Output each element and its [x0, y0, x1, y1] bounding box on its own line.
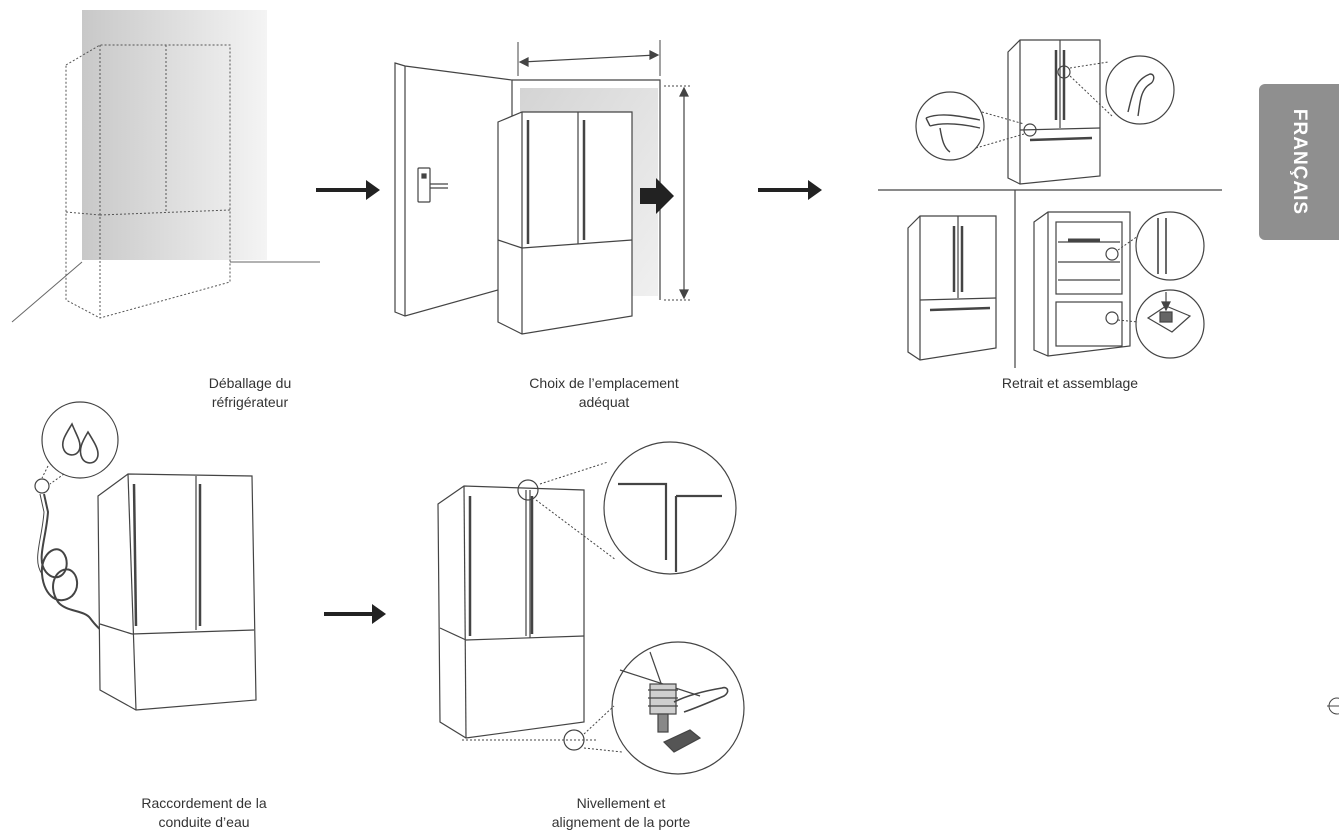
step3-assembly-illustration	[878, 39, 1222, 368]
step1-caption-line1: Déballage du	[208, 375, 292, 391]
arrow-right-icon	[316, 180, 380, 200]
step2-caption: Choix de l’emplacement adéquat	[494, 374, 714, 412]
step4-caption-line2: conduite d’eau	[158, 814, 250, 830]
step1-caption: Déballage du réfrigérateur	[150, 374, 350, 412]
step2-location-illustration	[394, 40, 692, 335]
step1-unpacking-illustration	[11, 10, 320, 323]
step4-caption-line1: Raccordement de la	[141, 795, 267, 811]
arrow-right-icon	[758, 180, 822, 200]
step3-caption: Retrait et assemblage	[950, 374, 1190, 393]
step5-caption-line2: alignement de la porte	[551, 814, 691, 830]
arrow-right-icon	[324, 604, 386, 624]
registration-mark-icon	[1327, 697, 1339, 715]
step4-water-line-illustration	[34, 401, 257, 711]
push-arrow-icon	[640, 178, 674, 214]
step5-leveling-illustration	[437, 441, 745, 775]
step4-caption: Raccordement de la conduite d’eau	[94, 794, 314, 832]
step5-caption: Nivellement et alignement de la porte	[506, 794, 736, 832]
language-tab	[1259, 84, 1339, 240]
step1-caption-line2: réfrigérateur	[211, 394, 289, 410]
step5-caption-line1: Nivellement et	[576, 795, 666, 811]
step3-caption-line1: Retrait et assemblage	[1001, 375, 1139, 391]
water-drops-icon	[61, 422, 99, 464]
step2-caption-line2: adéquat	[578, 394, 630, 410]
step2-caption-line1: Choix de l’emplacement	[529, 375, 679, 391]
